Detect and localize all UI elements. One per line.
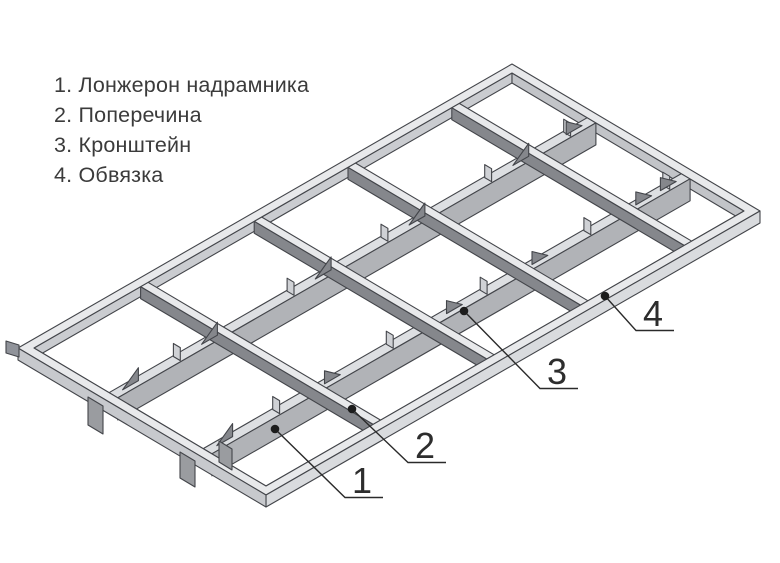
binding-perimeter xyxy=(5,63,761,508)
callout-3-number: 3 xyxy=(547,351,567,392)
callout-3-leader xyxy=(463,310,578,390)
legend-item-binding: 4. Обвязка xyxy=(54,163,164,187)
callout-1-number: 1 xyxy=(352,460,372,501)
corner-tab xyxy=(5,340,20,358)
legend-item-crossmember: 2. Поперечина xyxy=(54,103,202,127)
legend-item-longeron: 1. Лонжерон надрамника xyxy=(54,73,310,97)
callout-4-number: 4 xyxy=(643,293,663,334)
callout-leaders xyxy=(270,291,674,499)
callout-2-leader xyxy=(351,408,446,464)
gusset-brackets xyxy=(122,121,677,447)
callout-4-dot xyxy=(600,291,610,301)
callout-1-leader xyxy=(274,428,383,499)
callout-1-dot xyxy=(270,424,280,434)
stiffener-tabs xyxy=(172,118,671,415)
callout-4-leader xyxy=(604,295,674,332)
parts-legend: 1. Лонжерон надрамника 2. Поперечина 3. … xyxy=(54,70,309,190)
legend-item-bracket: 3. Кронштейн xyxy=(54,133,192,157)
mounting-posts xyxy=(87,396,233,488)
callout-3-dot xyxy=(459,306,469,316)
callout-2-dot xyxy=(347,404,357,414)
callout-numbers: 1 2 3 4 xyxy=(352,293,663,501)
callout-2-number: 2 xyxy=(415,425,435,466)
